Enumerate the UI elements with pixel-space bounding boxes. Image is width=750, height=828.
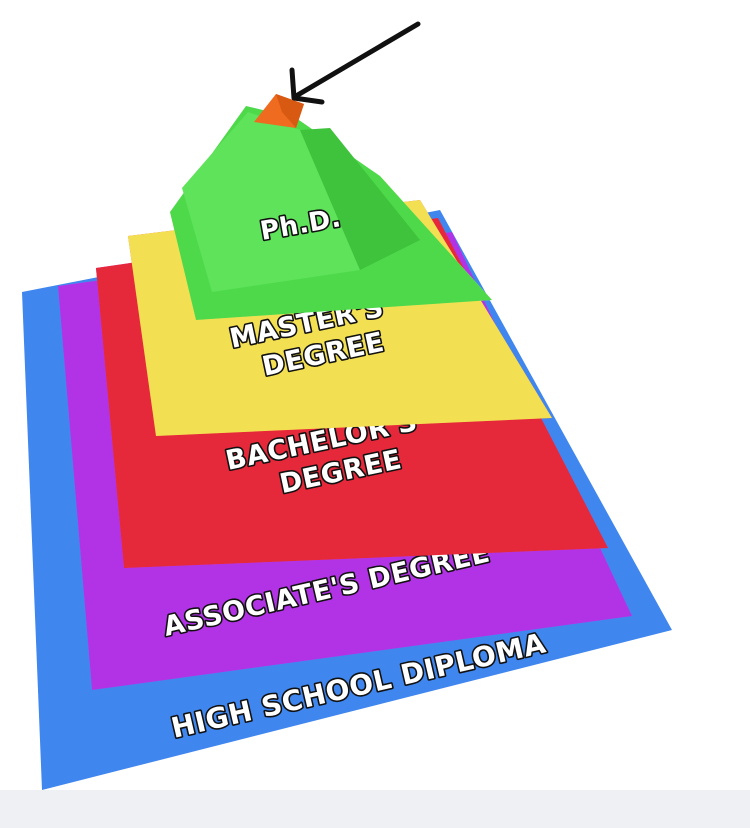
- arrow-head: [289, 67, 325, 105]
- arrow-shaft: [293, 21, 421, 99]
- tier-phd-front-face: [182, 112, 360, 292]
- pyramid-apex: [254, 94, 304, 128]
- bottom-background-band: [0, 790, 750, 828]
- tier-phd-right-face: [300, 128, 420, 270]
- apex-cap-shade: [276, 94, 304, 128]
- pointer-arrow: [289, 21, 421, 105]
- tier-phd: Ph.D.: [170, 106, 492, 320]
